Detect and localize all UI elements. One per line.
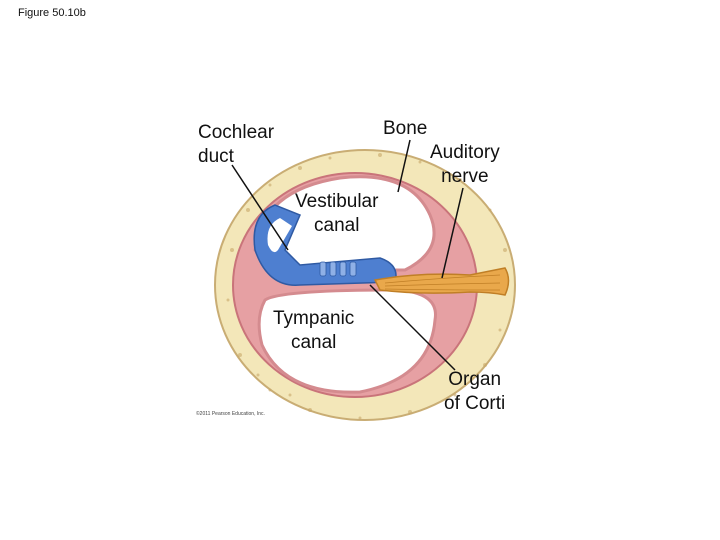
label-organ-of-corti: Organ of Corti: [444, 369, 506, 414]
label-auditory-nerve: Auditory nerve: [430, 142, 500, 187]
leader-cochlear-duct: [231, 164, 289, 251]
figure-title: Figure 50.10b: [18, 7, 86, 19]
bone-texture: [226, 153, 507, 420]
leader-bone: [397, 139, 411, 193]
auditory-nerve-shape: [373, 267, 510, 296]
leader-organ-of-corti: [369, 284, 456, 371]
leader-lines: [231, 139, 464, 371]
label-cochlear-duct: Cochlear duct: [198, 122, 275, 167]
organ-of-corti-cells: [319, 261, 357, 277]
auditory-nerve-fibers: [384, 274, 501, 291]
label-vestibular-canal: Vestibular canal: [295, 191, 379, 236]
leader-auditory-nerve: [441, 187, 464, 279]
cochlear-duct-inner: [267, 218, 292, 253]
label-bone: Bone: [383, 118, 428, 139]
label-tympanic-canal: Tympanic canal: [273, 308, 355, 353]
copyright-notice: ©2011 Pearson Education, Inc.: [196, 411, 265, 417]
tympanic-canal-region: [257, 288, 437, 394]
